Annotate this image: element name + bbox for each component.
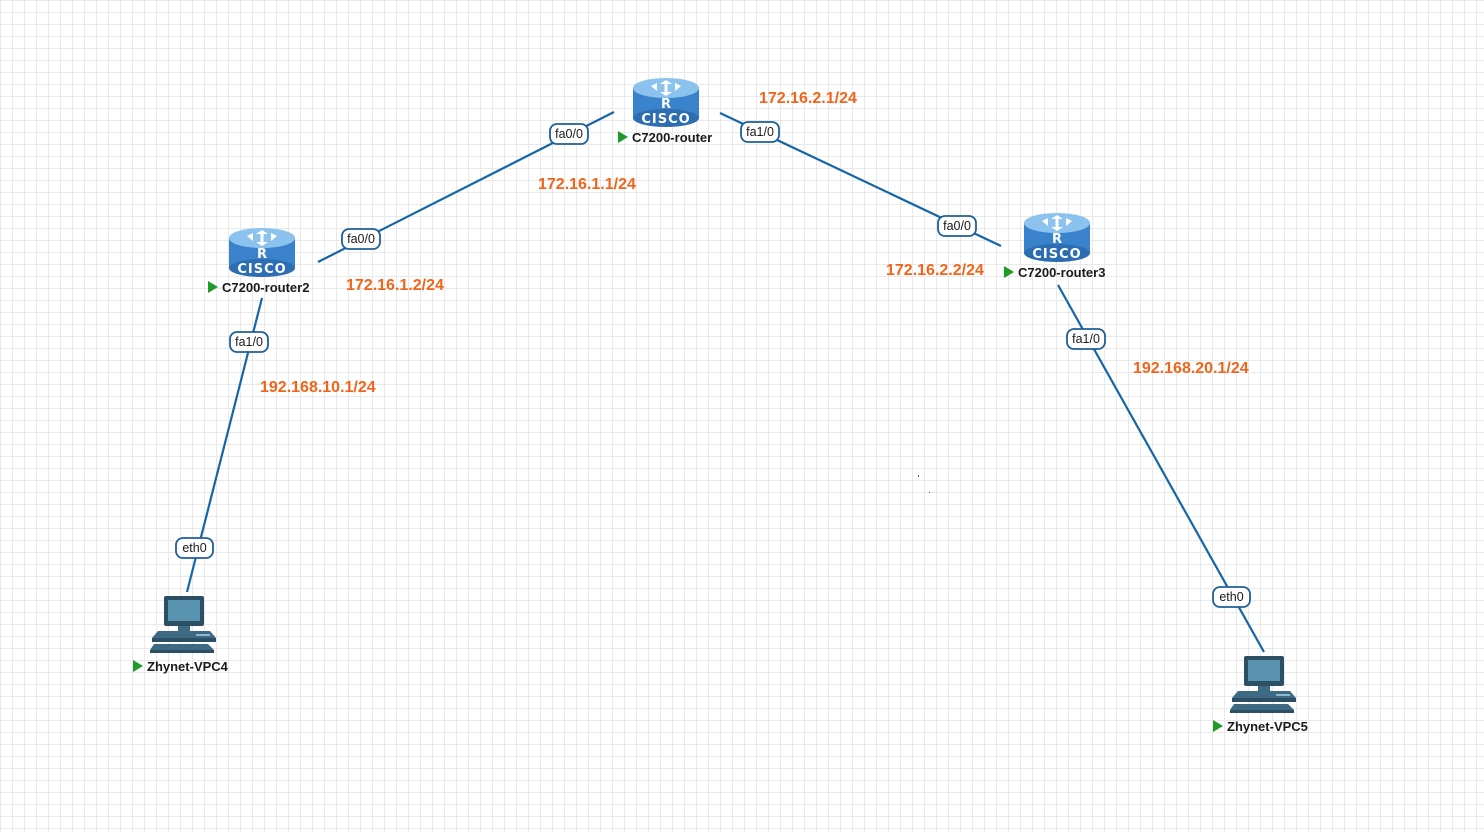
pc-zhynet-vpc5[interactable]: Zhynet-VPC5 [1213, 656, 1308, 734]
iface-badge-r3-fa10[interactable]: fa1/0 [1066, 328, 1106, 350]
iface-badge-r3-fa00[interactable]: fa0/0 [937, 215, 977, 237]
iface-label: fa1/0 [235, 335, 263, 349]
router-c7200-router[interactable]: C7200-router [618, 78, 712, 145]
play-status-icon [1213, 720, 1223, 732]
router-c7200-router3[interactable]: C7200-router3 [1004, 213, 1105, 280]
iface-label: fa0/0 [555, 127, 583, 141]
pc-icon [150, 596, 216, 653]
node-label: C7200-router2 [222, 280, 309, 295]
pc-zhynet-vpc4[interactable]: Zhynet-VPC4 [133, 596, 229, 674]
node-label: Zhynet-VPC4 [147, 659, 229, 674]
pc-icon [1230, 656, 1296, 713]
node-label: C7200-router [632, 130, 712, 145]
iface-badge-r1-fa00[interactable]: fa0/0 [549, 123, 589, 145]
router-c7200-router2[interactable]: C7200-router2 [208, 228, 309, 295]
iface-label: eth0 [1219, 590, 1243, 604]
iface-badge-vpc4-eth0[interactable]: eth0 [175, 537, 214, 559]
ip-label-r3-fa10: 192.168.20.1/24 [1133, 360, 1249, 377]
iface-badge-vpc5-eth0[interactable]: eth0 [1212, 586, 1251, 608]
play-status-icon [133, 660, 143, 672]
iface-badge-r2-fa00[interactable]: fa0/0 [341, 228, 381, 250]
node-label: C7200-router3 [1018, 265, 1105, 280]
iface-label: fa0/0 [943, 219, 971, 233]
cisco-router-icon [1024, 213, 1090, 262]
iface-badge-r1-fa10[interactable]: fa1/0 [740, 121, 780, 143]
play-status-icon [618, 131, 628, 143]
play-status-icon [208, 281, 218, 293]
ip-label-r1-fa10: 172.16.2.1/24 [759, 90, 857, 107]
ip-label-r2-fa00: 172.16.1.2/24 [346, 277, 444, 294]
node-label: Zhynet-VPC5 [1227, 719, 1308, 734]
iface-badge-r2-fa10[interactable]: fa1/0 [229, 331, 269, 353]
iface-label: fa0/0 [347, 232, 375, 246]
ip-label-r1-fa00: 172.16.1.1/24 [538, 176, 636, 193]
stray-dot [929, 492, 930, 493]
ip-label-r3-fa00: 172.16.2.2/24 [886, 262, 984, 279]
cisco-router-icon [633, 78, 699, 127]
ip-label-r2-fa10: 192.168.10.1/24 [260, 379, 376, 396]
stray-dot [918, 475, 919, 477]
iface-label: fa1/0 [746, 125, 774, 139]
iface-label: eth0 [182, 541, 206, 555]
cisco-router-icon [229, 228, 295, 277]
iface-label: fa1/0 [1072, 332, 1100, 346]
play-status-icon [1004, 266, 1014, 278]
